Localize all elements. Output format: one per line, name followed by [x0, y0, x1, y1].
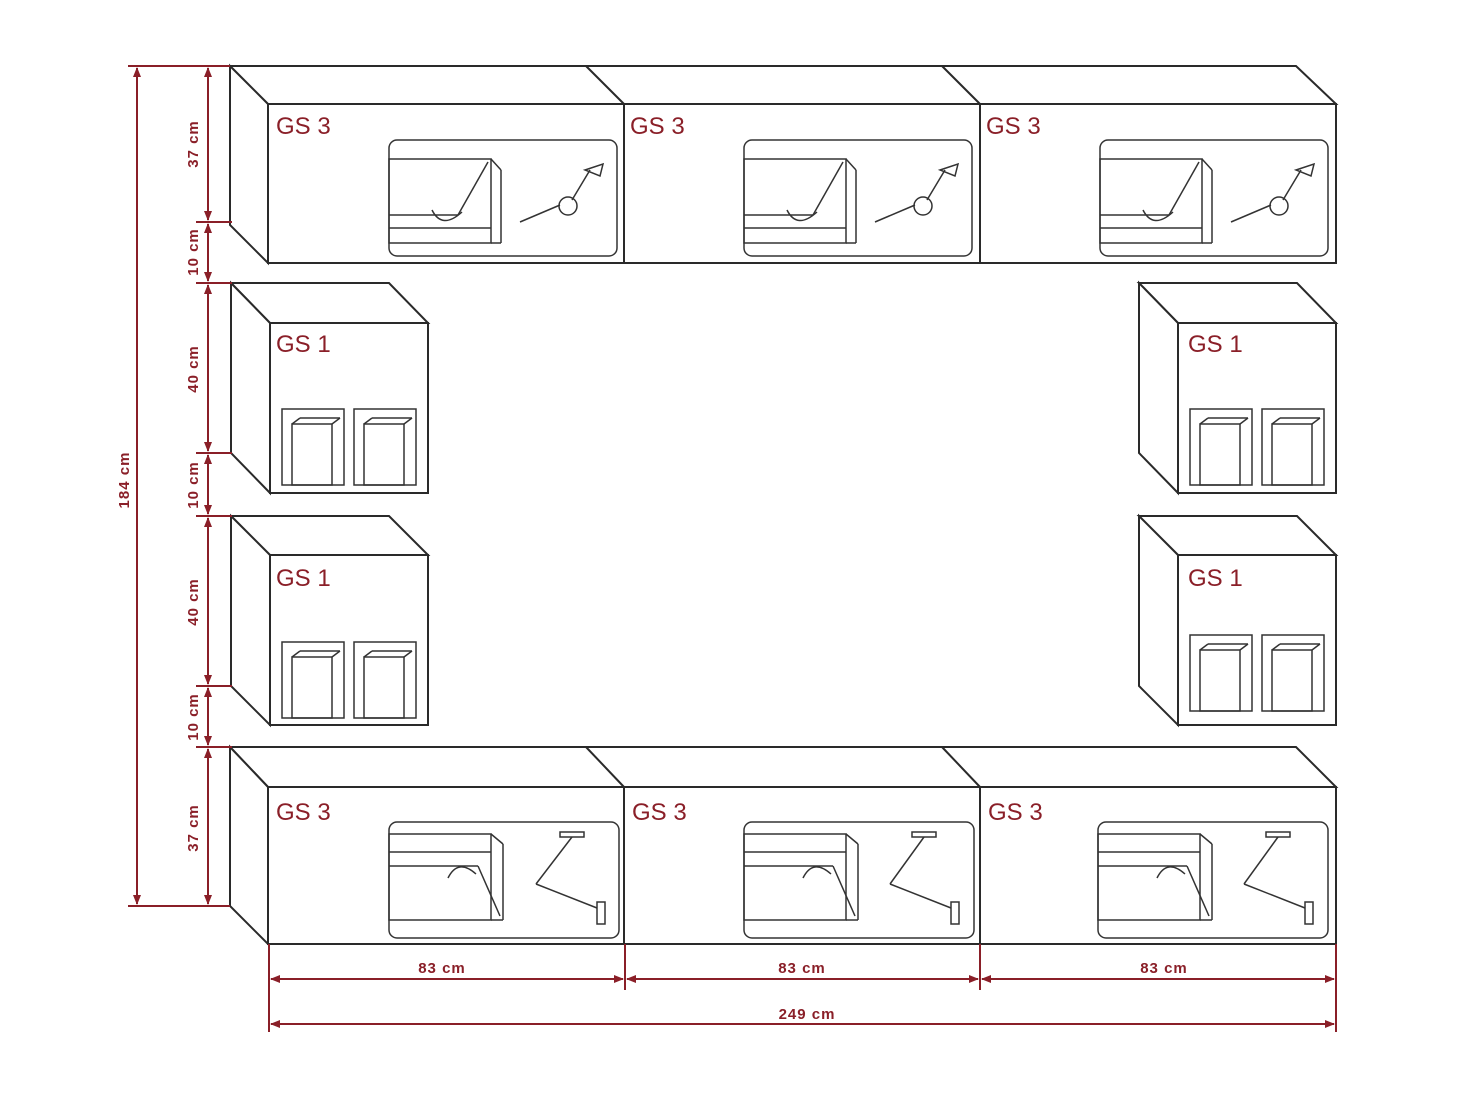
width-label-2: 83 cm [778, 960, 826, 977]
cabinet-row-top [227, 63, 1339, 266]
lift-hinge-icon [874, 162, 960, 223]
door-right-icon [353, 641, 417, 719]
flap-door-down-icon [388, 821, 620, 939]
module-label: GS 3 [988, 799, 1043, 826]
module-mid1-right: GS 1 [1136, 280, 1339, 496]
module-bottom-3: GS 3 [988, 799, 1329, 939]
dimension-lines [128, 65, 1337, 1032]
module-label: GS 3 [276, 113, 331, 140]
flap-door-down-icon [743, 821, 975, 939]
module-label: GS 1 [1188, 331, 1243, 358]
module-bottom-2: GS 3 [632, 799, 975, 939]
module-label: GS 1 [276, 331, 331, 358]
flap-door-up-icon [388, 139, 618, 257]
height-label-4: 10 cm [185, 461, 202, 509]
lift-hinge-icon [519, 162, 605, 223]
cabinet-row-bottom [227, 744, 1339, 947]
module-mid2-left: GS 1 [228, 513, 431, 728]
total-width-label: 249 cm [779, 1006, 836, 1023]
module-label: GS 3 [276, 799, 331, 826]
height-label-7: 37 cm [185, 804, 202, 852]
height-label-5: 40 cm [185, 578, 202, 626]
module-mid2-right: GS 1 [1136, 513, 1339, 728]
stay-hinge-icon [535, 831, 606, 925]
width-label-3: 83 cm [1140, 960, 1188, 977]
module-mid1-left: GS 1 [228, 280, 431, 496]
door-left-icon [1189, 408, 1253, 486]
module-label: GS 1 [1188, 565, 1243, 592]
door-right-icon [1261, 634, 1325, 712]
door-left-icon [281, 408, 345, 486]
width-label-1: 83 cm [418, 960, 466, 977]
door-right-icon [353, 408, 417, 486]
flap-door-up-icon [743, 139, 973, 257]
module-top-3: GS 3 [986, 113, 1329, 257]
module-label: GS 3 [630, 113, 685, 140]
module-top-2: GS 3 [630, 113, 973, 257]
door-left-icon [281, 641, 345, 719]
lift-hinge-icon [1230, 162, 1316, 223]
height-label-2: 10 cm [185, 228, 202, 276]
module-label: GS 1 [276, 565, 331, 592]
module-label: GS 3 [986, 113, 1041, 140]
module-label: GS 3 [632, 799, 687, 826]
door-left-icon [1189, 634, 1253, 712]
height-label-3: 40 cm [185, 345, 202, 393]
module-bottom-1: GS 3 [276, 799, 620, 939]
flap-door-down-icon [1097, 821, 1329, 939]
door-right-icon [1261, 408, 1325, 486]
module-top-1: GS 3 [276, 113, 618, 257]
stay-hinge-icon [1243, 831, 1314, 925]
flap-door-up-icon [1099, 139, 1329, 257]
stay-hinge-icon [889, 831, 960, 925]
total-height-label: 184 cm [116, 452, 133, 509]
height-label-6: 10 cm [185, 693, 202, 741]
height-label-1: 37 cm [185, 120, 202, 168]
